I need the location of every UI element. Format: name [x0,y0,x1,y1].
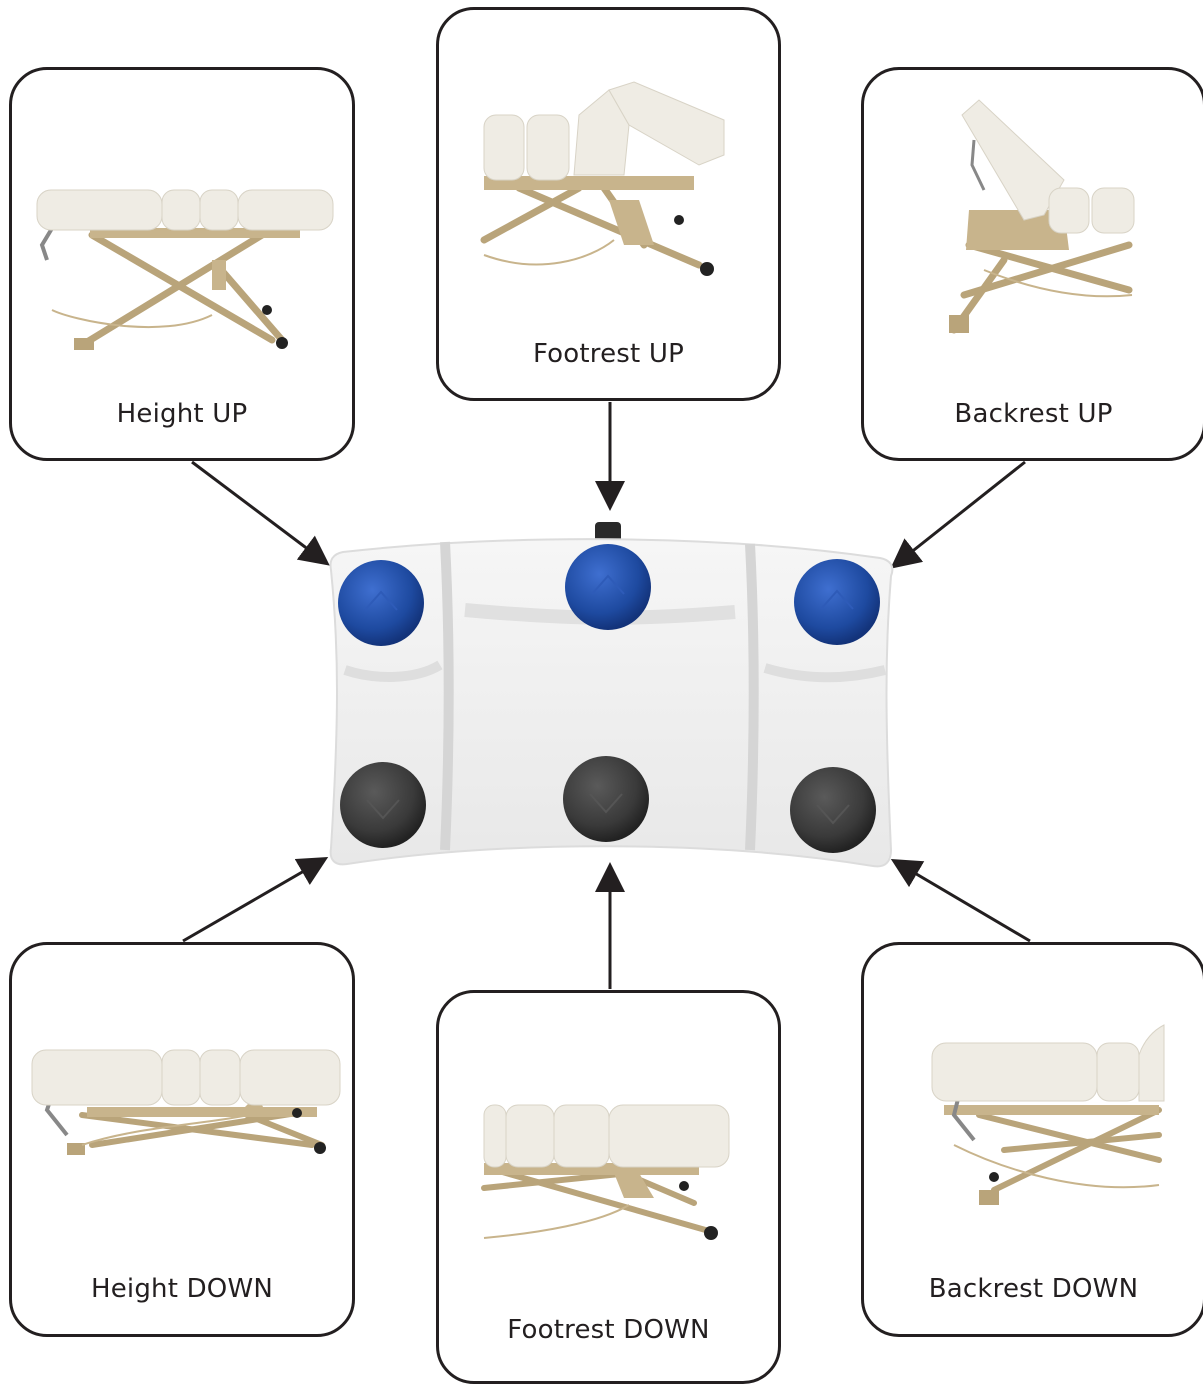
footrest-up-button[interactable] [565,544,651,630]
arrow-backrest-up [895,462,1025,565]
backrest-up-button[interactable] [794,559,880,645]
height-up-button[interactable] [338,560,424,646]
height-down-button[interactable] [340,762,426,848]
arrow-backrest-down [896,862,1030,941]
foot-pedal-controller-icon [325,520,895,880]
arrow-height-up [192,462,325,562]
arrow-height-down [183,860,323,941]
footrest-down-button[interactable] [563,756,649,842]
backrest-down-button[interactable] [790,767,876,853]
